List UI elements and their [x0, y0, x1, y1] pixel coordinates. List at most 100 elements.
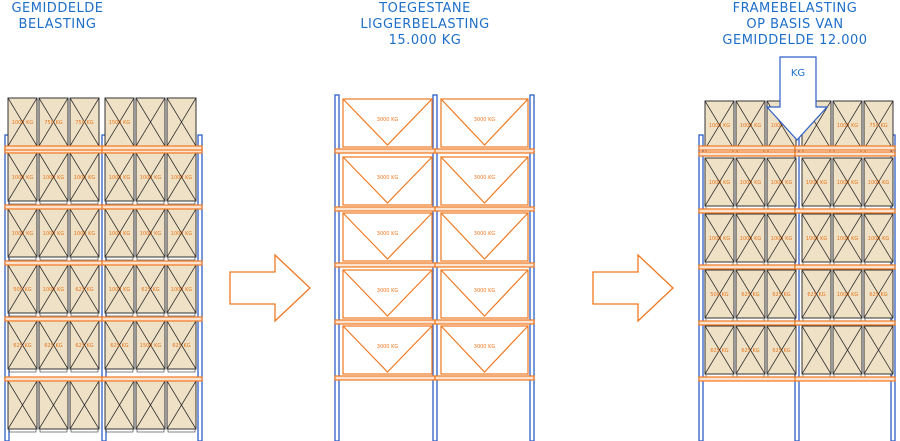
- pallet: 750 KG: [38, 97, 69, 150]
- arrow-right-icon: [592, 253, 674, 323]
- pallet: 625 KG: [863, 269, 894, 322]
- pallet-weight-label: 1000 KG: [740, 123, 762, 129]
- beam: [101, 376, 203, 382]
- arrow-shape: [229, 253, 311, 323]
- pallet-weight-label: 3000 KG: [474, 117, 496, 123]
- pallet-base: [167, 428, 196, 433]
- pallet-cross: [69, 208, 100, 258]
- pallet-cross: [735, 100, 766, 150]
- pallet: 1000 KG: [704, 100, 735, 153]
- pallet: 500 KG: [7, 264, 38, 317]
- pallet-weight-label: 1500 KG: [109, 120, 131, 126]
- pallet-weight-label: 1000 KG: [140, 231, 162, 237]
- pallet-cross: [766, 269, 797, 319]
- pallet-cross: [801, 157, 832, 207]
- pallet-outline: 3000 KG: [342, 325, 433, 375]
- pallet: 750 KG: [863, 100, 894, 153]
- pallet-cross: [7, 97, 38, 147]
- upright: [432, 94, 438, 441]
- beam: [434, 319, 535, 325]
- pallet-weight-label: 625 KG: [741, 348, 759, 354]
- pallet-base: [39, 312, 68, 317]
- beam: [794, 320, 896, 326]
- pallet: 1000 KG: [166, 152, 197, 205]
- pallet: 1000 KG: [38, 152, 69, 205]
- pallet: 1000 KG: [766, 157, 797, 210]
- pallet-cross: [832, 100, 863, 150]
- beam: [434, 206, 535, 212]
- panel-title-beam-load: TOEGESTANE LIGGERBELASTING 15.000 KG: [360, 1, 490, 48]
- pallet-weight-label: 1000 KG: [43, 175, 65, 181]
- pallet-box: [342, 156, 433, 206]
- pallet-cross: [69, 152, 100, 202]
- beam: [334, 262, 436, 268]
- pallet-cross: [766, 213, 797, 263]
- pallet: 1000 KG: [7, 208, 38, 261]
- pallet-weight-label: 3000 KG: [474, 175, 496, 181]
- pallet-v: [342, 156, 433, 204]
- pallet-outline: 3000 KG: [440, 98, 529, 148]
- pallet-box: [440, 325, 529, 375]
- pallet-cross: [166, 264, 197, 314]
- pallet: 625 KG: [69, 264, 100, 317]
- pallet: [832, 325, 863, 378]
- pallet-cross: [135, 208, 166, 258]
- pallet: [38, 380, 69, 433]
- pallet-weight-label: 1000 KG: [171, 287, 193, 293]
- pallet-weight-label: 1000 KG: [171, 175, 193, 181]
- pallet: 1000 KG: [69, 152, 100, 205]
- pallet-outline: 3000 KG: [342, 156, 433, 206]
- pallet-cross: [69, 264, 100, 314]
- pallet-cross: [69, 320, 100, 370]
- pallet-cross: [735, 269, 766, 319]
- pallet-base: [39, 428, 68, 433]
- pallet-cross: [38, 97, 69, 147]
- beam: [698, 208, 796, 214]
- pallet-weight-label: 625 KG: [44, 343, 62, 349]
- pallet: 625 KG: [69, 320, 100, 373]
- beam: [794, 208, 896, 214]
- pallet: [801, 325, 832, 378]
- pallet-cross: [863, 213, 894, 263]
- pallet-weight-label: 1000 KG: [868, 236, 890, 242]
- pallet-weight-label: 750 KG: [75, 120, 93, 126]
- beam: [794, 376, 896, 382]
- pallet-cross: [801, 100, 832, 150]
- pallet-cross: [38, 320, 69, 370]
- pallet: 1000 KG: [7, 152, 38, 205]
- pallet-cross: [38, 152, 69, 202]
- pallet: [7, 380, 38, 433]
- pallet-weight-label: 1000 KG: [837, 292, 859, 298]
- pallet-weight-label: 625 KG: [172, 343, 190, 349]
- pallet-weight-label: 1000 KG: [109, 175, 131, 181]
- pallet-weight-label: 1000 KG: [109, 287, 131, 293]
- pallet-weight-label: 3000 KG: [377, 117, 399, 123]
- pallet: 1500 KG: [104, 97, 135, 150]
- pallet: 625 KG: [38, 320, 69, 373]
- pallet-weight-label: 3000 KG: [474, 344, 496, 350]
- pallet-base: [70, 256, 99, 261]
- pallet: 1000 KG: [135, 152, 166, 205]
- pallet-weight-label: 750 KG: [44, 120, 62, 126]
- pallet-cross: [38, 208, 69, 258]
- pallet-base: [70, 312, 99, 317]
- pallet-cross: [766, 325, 797, 375]
- pallet-base: [39, 368, 68, 373]
- pallet-cross: [166, 97, 197, 147]
- upright: [529, 94, 535, 441]
- pallet: 1000 KG: [104, 264, 135, 317]
- beam: [4, 145, 103, 151]
- pallet-v: [342, 212, 433, 260]
- pallet: 625 KG: [135, 264, 166, 317]
- beam: [101, 316, 203, 322]
- pallet: [135, 380, 166, 433]
- pallet-v: [440, 212, 529, 260]
- pallet-cross: [69, 380, 100, 430]
- pallet: 1000 KG: [735, 157, 766, 210]
- pallet: 1000 KG: [38, 264, 69, 317]
- pallet: 1000 KG: [801, 157, 832, 210]
- pallet-base: [70, 368, 99, 373]
- pallet-box: [342, 269, 433, 319]
- pallet-weight-label: 625 KG: [141, 287, 159, 293]
